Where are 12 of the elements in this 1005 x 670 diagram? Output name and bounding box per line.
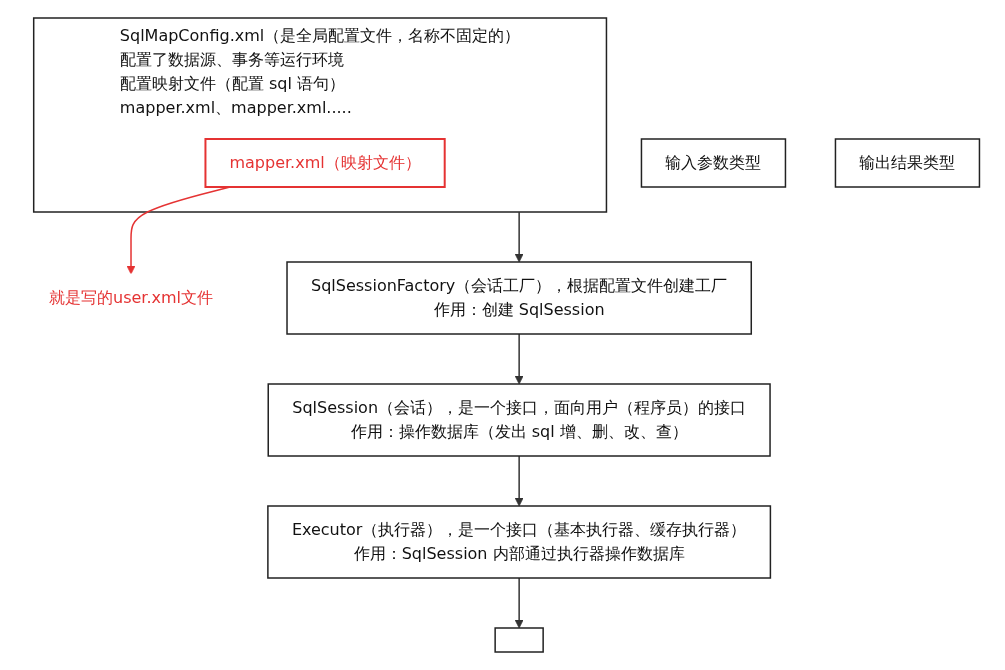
node-box: 输出结果类型 <box>834 138 981 188</box>
node-box <box>494 627 545 653</box>
arrow <box>515 211 524 263</box>
arrow <box>515 455 524 507</box>
node-box: SqlSession（会话），是一个接口，面向用户（程序员）的接口 作用：操作数据库（发出 sql 增、删、改、查） <box>267 383 772 457</box>
node-box: mapper.xml（映射文件） <box>204 138 446 188</box>
node-box: SqlSessionFactory（会话工厂），根据配置文件创建工厂 作用：创建 SqlSession <box>286 261 753 335</box>
node-box: 输入参数类型 <box>640 138 787 188</box>
node-box: Executor（执行器），是一个接口（基本执行器、缓存执行器） 作用：SqlSession 内部通过执行器操作数据库 <box>267 505 772 579</box>
arrow <box>515 577 524 629</box>
node-text: 就是写的user.xml文件 <box>49 288 214 307</box>
arrow <box>515 333 524 385</box>
